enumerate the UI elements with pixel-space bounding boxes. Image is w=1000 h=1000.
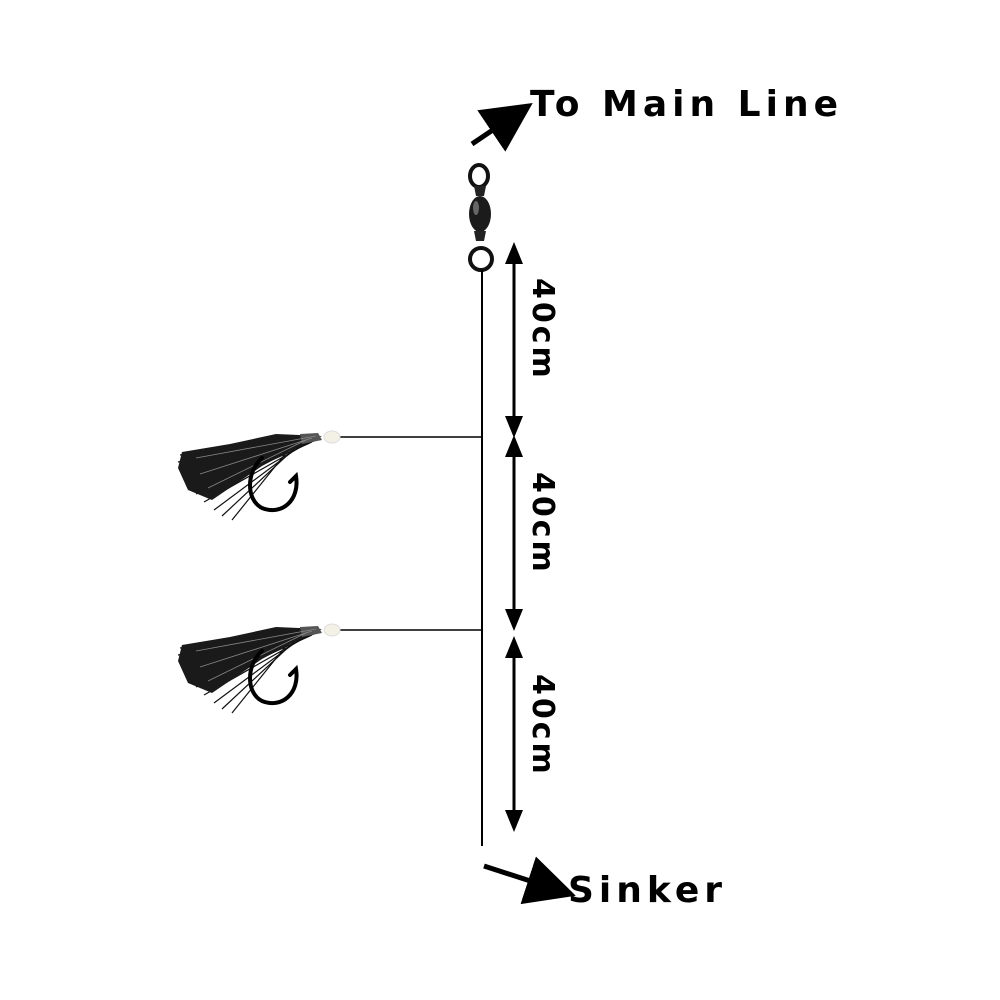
sinker-arrow-icon [483,856,576,905]
main-line-label: To Main Line [530,84,843,125]
dimension-label-3: 40cm [525,674,560,777]
sinker-label: Sinker [568,870,728,911]
barrel-swivel-icon [468,163,494,272]
dimension-label-1: 40cm [525,278,560,381]
main-line-arrow-icon [470,103,533,152]
dimension-arrow-icon [505,636,523,832]
dimension-label-2: 40cm [525,472,560,575]
dimension-arrow-icon [505,242,523,438]
dimension-arrow-icon [505,435,523,631]
feather-hook-lure-icon [176,429,342,522]
feather-hook-lure-icon [176,622,342,715]
